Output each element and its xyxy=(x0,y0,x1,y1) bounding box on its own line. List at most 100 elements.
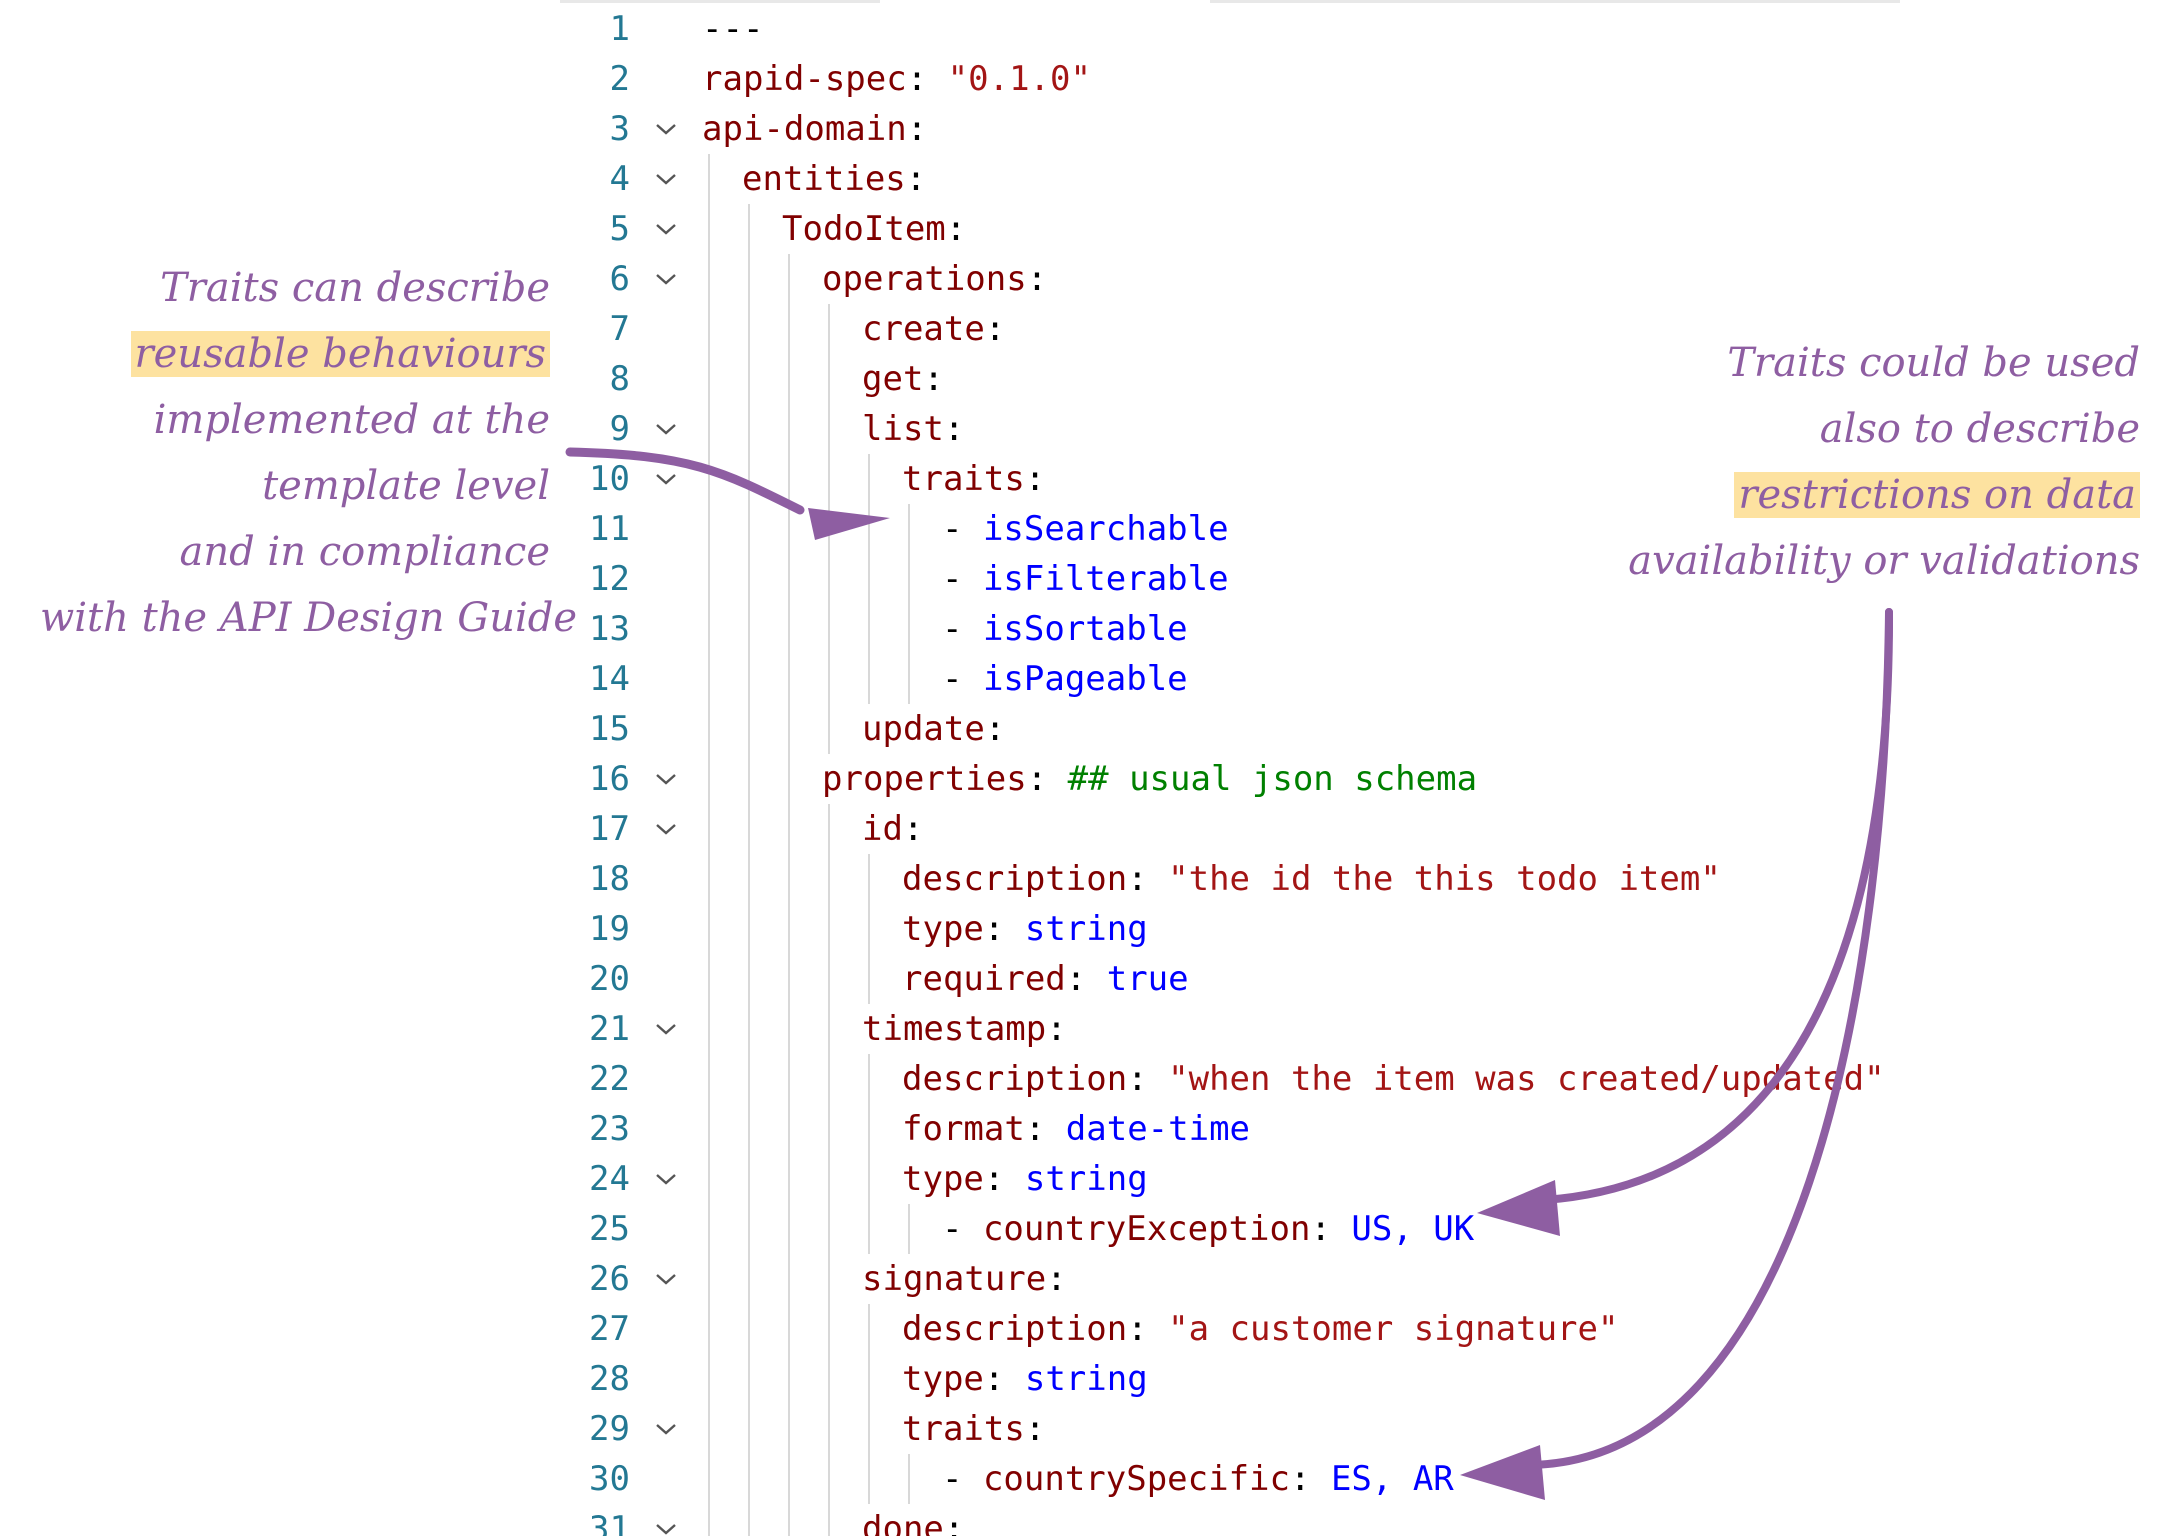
code-line[interactable]: 25- countryException: US, UK xyxy=(560,1204,1900,1254)
chevron-down-icon[interactable] xyxy=(652,454,680,504)
code-line[interactable]: 13- isSortable xyxy=(560,604,1900,654)
code-token: ## usual json schema xyxy=(1067,759,1478,799)
code-text: id: xyxy=(862,804,923,854)
code-token: isPageable xyxy=(982,659,1188,699)
chevron-down-icon[interactable] xyxy=(652,1154,680,1204)
code-text: get: xyxy=(862,354,944,404)
indent-guide xyxy=(868,1304,870,1504)
line-number: 8 xyxy=(609,359,630,399)
chevron-down-icon[interactable] xyxy=(652,404,680,454)
code-text: description: "the id the this todo item" xyxy=(902,854,1721,904)
code-token: : xyxy=(906,59,948,99)
code-line[interactable]: 12- isFilterable xyxy=(560,554,1900,604)
code-token: description xyxy=(902,859,1128,899)
code-text: - isPageable xyxy=(942,654,1188,704)
code-token: : xyxy=(945,209,967,249)
code-token: description xyxy=(902,1059,1128,1099)
line-number: 6 xyxy=(609,259,630,299)
chevron-down-icon[interactable] xyxy=(652,1254,680,1304)
chevron-down-icon[interactable] xyxy=(652,1004,680,1054)
code-text: properties: ## usual json schema xyxy=(822,754,1477,804)
code-token: list xyxy=(862,409,944,449)
indent-guide xyxy=(708,154,710,1536)
code-line[interactable]: 26 signature: xyxy=(560,1254,1900,1304)
code-token: "when the item was created/updated" xyxy=(1168,1059,1885,1099)
line-number: 26 xyxy=(589,1259,630,1299)
code-text: rapid-spec: "0.1.0" xyxy=(702,54,1091,104)
code-line[interactable]: 11- isSearchable xyxy=(560,504,1900,554)
code-text: - isSortable xyxy=(942,604,1188,654)
code-line[interactable]: 9 list: xyxy=(560,404,1900,454)
code-token: : xyxy=(902,809,924,849)
code-token: "the id the this todo item" xyxy=(1168,859,1721,899)
code-line[interactable]: 18 description: "the id the this todo ite… xyxy=(560,854,1900,904)
code-token: : xyxy=(1046,1009,1067,1049)
code-line[interactable]: 14- isPageable xyxy=(560,654,1900,704)
code-token: : xyxy=(983,1359,1025,1399)
chevron-down-icon[interactable] xyxy=(652,154,680,204)
chevron-down-icon[interactable] xyxy=(652,204,680,254)
annotation-line: and in compliance xyxy=(40,519,551,585)
code-token: signature xyxy=(862,1259,1047,1299)
code-token: required xyxy=(902,959,1066,999)
code-token: : xyxy=(1026,759,1068,799)
code-token: description xyxy=(902,1309,1128,1349)
chevron-down-icon[interactable] xyxy=(652,254,680,304)
code-line[interactable]: 30- countrySpecific: ES, AR xyxy=(560,1454,1900,1504)
indent-guide xyxy=(868,854,870,1004)
chevron-down-icon[interactable] xyxy=(652,754,680,804)
code-text: done: xyxy=(862,1504,964,1536)
code-token: - xyxy=(942,509,983,549)
code-line[interactable]: 8 get: xyxy=(560,354,1900,404)
line-number: 9 xyxy=(609,409,630,449)
code-token: update xyxy=(862,709,985,749)
code-token: format xyxy=(902,1109,1025,1149)
chevron-down-icon[interactable] xyxy=(652,1504,680,1536)
annotation-text: template level xyxy=(262,463,550,509)
code-line[interactable]: 1--- xyxy=(560,4,1900,54)
chevron-down-icon[interactable] xyxy=(652,804,680,854)
line-number: 30 xyxy=(589,1459,630,1499)
arrowhead-list-traits xyxy=(808,508,890,540)
chevron-down-icon[interactable] xyxy=(652,1404,680,1454)
code-token: - xyxy=(942,659,983,699)
code-text: signature: xyxy=(862,1254,1067,1304)
code-token: : xyxy=(905,159,927,199)
code-text: timestamp: xyxy=(862,1004,1067,1054)
code-token: isSortable xyxy=(982,609,1188,649)
code-token: : xyxy=(943,409,965,449)
chevron-down-icon[interactable] xyxy=(652,104,680,154)
code-token: - xyxy=(942,559,983,599)
line-number: 18 xyxy=(589,859,630,899)
code-token: type xyxy=(902,909,984,949)
code-token: isSearchable xyxy=(982,509,1229,549)
indent-guide xyxy=(908,504,910,704)
annotation-line: template level xyxy=(40,453,550,519)
code-text: description: "when the item was created/… xyxy=(902,1054,1885,1104)
line-number: 5 xyxy=(609,209,630,249)
code-token: : xyxy=(983,1159,1025,1199)
